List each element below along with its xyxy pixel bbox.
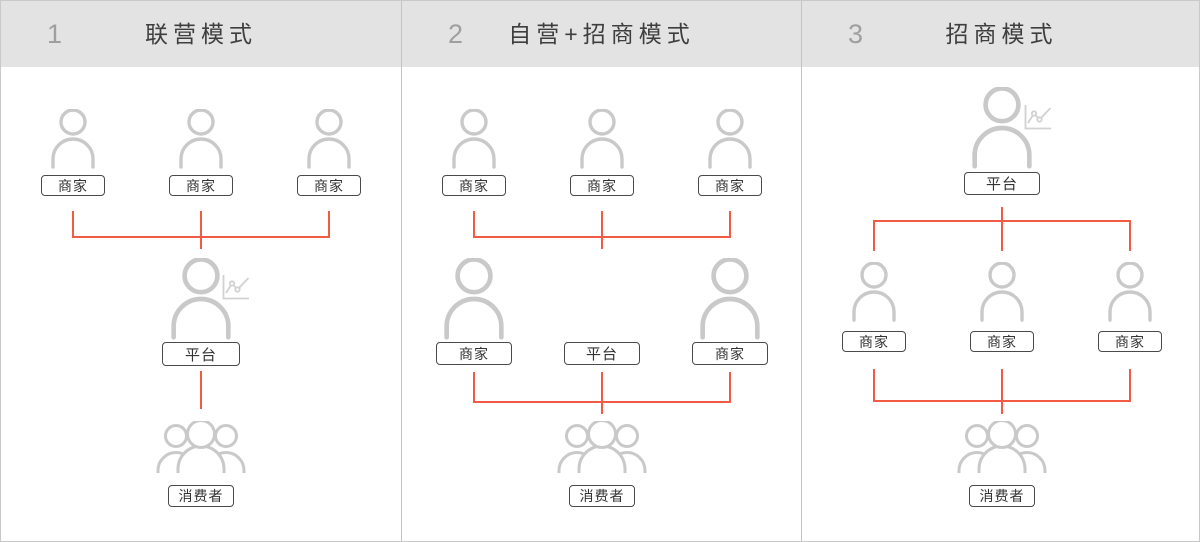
people-group-icon xyxy=(156,421,246,473)
people-group-icon xyxy=(557,421,647,473)
person-icon xyxy=(1108,262,1152,322)
platform-label: 平台 xyxy=(964,172,1040,195)
person-icon xyxy=(452,109,496,169)
panel-title: 招商模式 xyxy=(945,21,1058,47)
person-icon xyxy=(852,262,896,322)
panel-1-joint-operation: 1 联营模式 商家 商家 商家 平台 消费者 xyxy=(1,1,401,541)
consumer-label: 消费者 xyxy=(569,485,635,507)
panel-header: 2 自营+招商模式 xyxy=(402,1,801,67)
panel-title: 联营模式 xyxy=(145,21,257,47)
connector-line-vertical xyxy=(873,220,875,251)
connector-line-vertical xyxy=(1129,220,1131,251)
connector-line-vertical xyxy=(873,369,875,401)
connector-line-vertical xyxy=(72,211,74,237)
connector-line-vertical xyxy=(1129,369,1131,401)
connector-line-vertical xyxy=(601,211,603,249)
consumer-label: 消费者 xyxy=(969,485,1035,507)
platform-label: 平台 xyxy=(564,342,640,365)
merchant-label: 商家 xyxy=(436,342,512,365)
panel-2-self-plus-investment: 2 自营+招商模式 商家 商家 商家 商家 平台 商家 消费者 xyxy=(401,1,801,541)
merchant-label: 商家 xyxy=(41,175,105,196)
merchant-label: 商家 xyxy=(842,331,906,352)
connector-line-horizontal xyxy=(72,236,330,238)
connector-line-vertical xyxy=(1001,207,1003,221)
merchant-label: 商家 xyxy=(169,175,233,196)
panel-number: 2 xyxy=(448,19,464,49)
connector-line-horizontal xyxy=(473,236,731,238)
panel-number: 3 xyxy=(848,19,864,49)
line-chart-icon xyxy=(1024,105,1052,130)
merchant-label: 商家 xyxy=(442,175,506,196)
connector-line-vertical xyxy=(1001,220,1003,251)
merchant-label: 商家 xyxy=(570,175,634,196)
panel-header: 3 招商模式 xyxy=(802,1,1199,67)
connector-line-vertical xyxy=(328,211,330,237)
merchant-label: 商家 xyxy=(692,342,768,365)
person-icon xyxy=(307,109,351,169)
consumer-label: 消费者 xyxy=(168,485,234,507)
connector-line-vertical xyxy=(1001,369,1003,414)
connector-line-horizontal xyxy=(873,400,1131,402)
merchant-label: 商家 xyxy=(970,331,1034,352)
merchant-label: 商家 xyxy=(698,175,762,196)
person-icon-large xyxy=(700,258,760,340)
panel-title: 自营+招商模式 xyxy=(508,21,695,47)
connector-line-vertical xyxy=(729,372,731,402)
connector-line-vertical xyxy=(473,211,475,237)
platform-label: 平台 xyxy=(162,342,240,366)
connector-line-vertical xyxy=(200,211,202,249)
connector-line-vertical xyxy=(473,372,475,402)
person-icon xyxy=(580,109,624,169)
merchant-label: 商家 xyxy=(1098,331,1162,352)
person-icon xyxy=(980,262,1024,322)
panel-3-investment: 3 招商模式 平台 商家 商家 商家 消费者 xyxy=(801,1,1199,541)
line-chart-icon xyxy=(222,275,250,300)
panel-number: 1 xyxy=(47,19,63,49)
connector-line-horizontal xyxy=(473,401,731,403)
person-icon xyxy=(179,109,223,169)
connector-line-vertical xyxy=(601,372,603,414)
people-group-icon xyxy=(957,421,1047,473)
merchant-label: 商家 xyxy=(297,175,361,196)
connector-line-vertical xyxy=(729,211,731,237)
panel-header: 1 联营模式 xyxy=(1,1,401,67)
person-icon xyxy=(708,109,752,169)
person-icon-large xyxy=(444,258,504,340)
connector-line-vertical xyxy=(200,371,202,409)
person-icon-large xyxy=(171,258,231,340)
person-icon-large xyxy=(972,87,1032,169)
person-icon xyxy=(51,109,95,169)
